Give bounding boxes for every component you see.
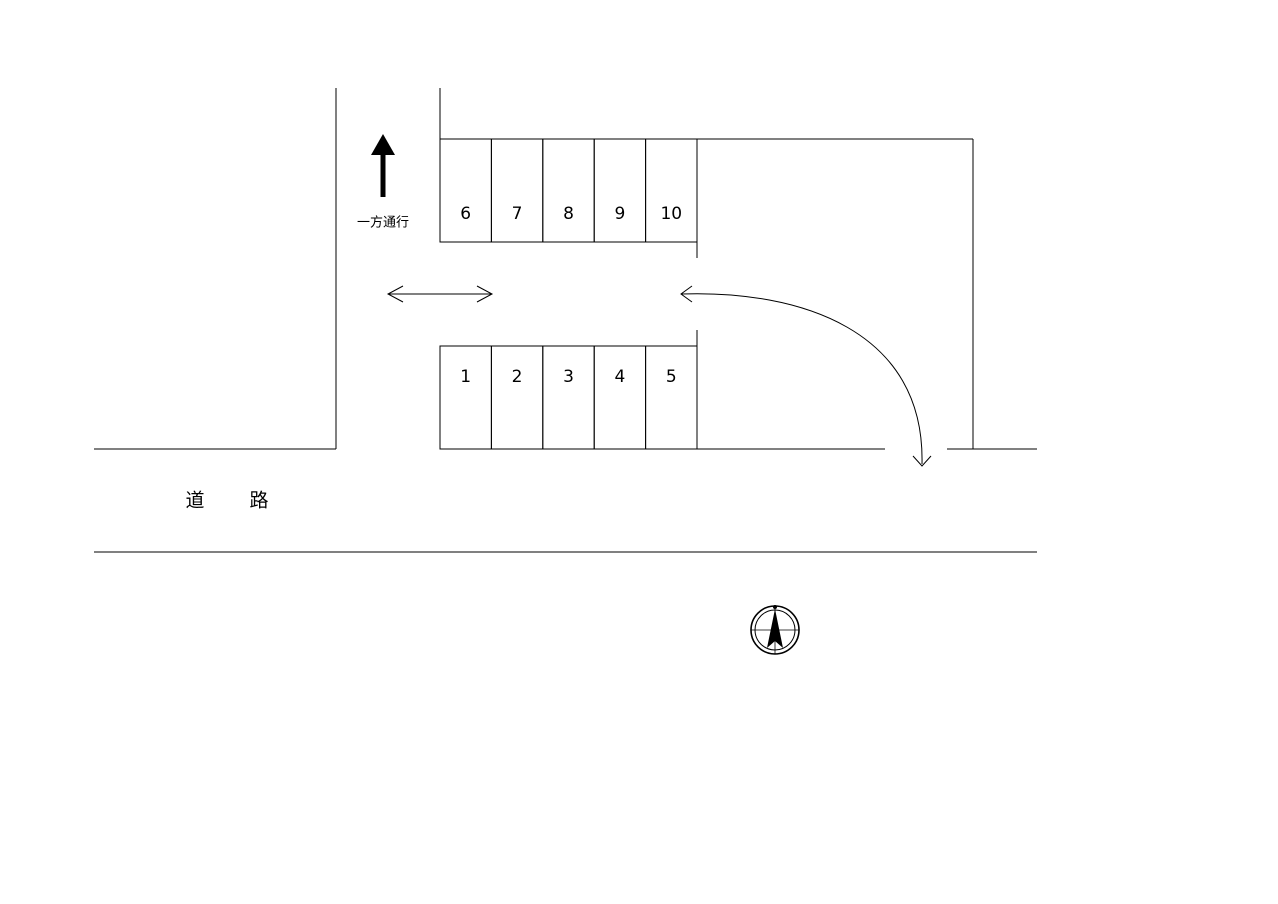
space-number-9: 9 [614,204,625,224]
parking-space-7 [490,138,544,243]
space-number-10: 10 [660,204,682,224]
space-number-5: 5 [666,367,677,387]
one-way-indicator: 一方通行 [357,134,409,231]
space-number-8: 8 [563,204,574,224]
parking-space-3 [542,345,595,450]
parking-space-9 [593,138,647,243]
road: 道 路 [94,448,1037,553]
road-label-char-2: 路 [249,490,268,512]
north-arrow-compass-icon [750,605,800,655]
parking-space-10 [645,138,698,243]
parking-space-1 [439,345,492,450]
parking-space-5 [645,345,698,450]
parking-row-bottom: 1 2 3 4 5 [439,345,698,450]
one-way-label: 一方通行 [357,215,409,231]
parking-row-top: 6 7 8 9 10 [439,138,698,243]
parking-space-4 [593,345,647,450]
space-number-3: 3 [563,367,574,387]
space-number-4: 4 [614,367,625,387]
parking-space-8 [542,138,595,243]
curved-traffic-arrow-icon [680,285,932,467]
space-number-6: 6 [460,204,471,224]
two-way-arrow-icon [386,285,494,303]
lot-boundaries [335,88,974,449]
space-number-1: 1 [460,367,471,387]
space-number-2: 2 [512,367,523,387]
parking-space-2 [490,345,544,450]
parking-space-6 [439,138,492,243]
up-arrow-icon [371,134,395,197]
space-number-7: 7 [512,204,523,224]
road-label-char-1: 道 [185,490,204,512]
